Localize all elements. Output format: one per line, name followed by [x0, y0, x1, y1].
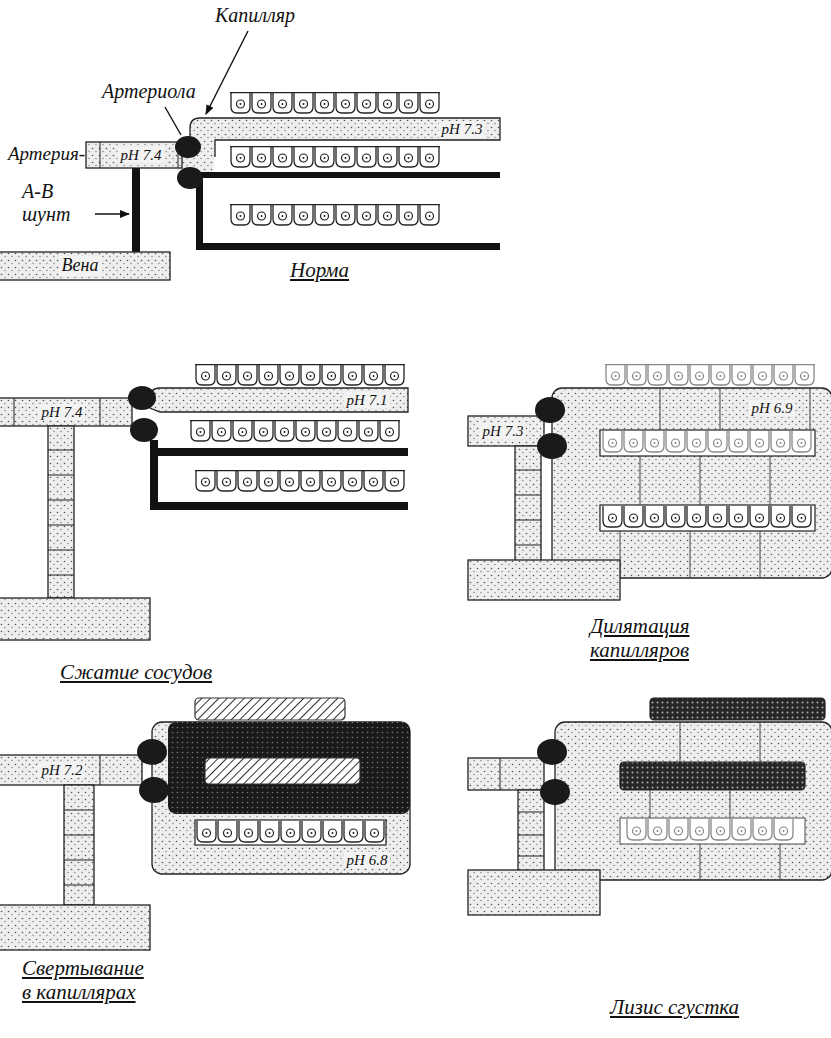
callout-label: Капилляр [215, 4, 295, 27]
panel-dilation [468, 364, 831, 600]
ph-text: pH 7.4 [118, 147, 165, 164]
ph-text: pH 7.1 [344, 392, 391, 409]
callout-label: Артерия- [8, 143, 85, 165]
ph-value-box: pH 7.4 [30, 400, 94, 424]
ph-text: pH 7.4 [39, 404, 86, 421]
panel-constriction [0, 364, 408, 640]
panel-lysis [468, 698, 831, 915]
ph-text: pH 6.9 [749, 400, 796, 417]
callout-label: Артериола [102, 80, 196, 103]
panel-normal [0, 31, 500, 280]
ph-text: pH 7.3 [480, 423, 527, 440]
vein-band: Вена [40, 254, 120, 278]
ph-value-box: pH 6.8 [335, 848, 399, 872]
ph-value-box: pH 7.1 [335, 389, 399, 411]
ph-value-box: pH 6.9 [740, 396, 804, 420]
ph-text: Вена [59, 256, 102, 276]
callout-label: А-В шунт [22, 180, 72, 226]
ph-value-box: pH 7.4 [110, 143, 172, 167]
panel-caption: Лизис сгустка [610, 995, 739, 1019]
panel-caption: Дилятация капилляров [590, 614, 691, 662]
panel-coagulation [0, 698, 410, 950]
ph-value-box: pH 7.3 [430, 119, 494, 140]
ph-text: pH 7.3 [439, 121, 486, 138]
panel-caption: Норма [290, 258, 349, 282]
ph-text: pH 7.2 [39, 762, 86, 779]
panel-caption: Свертывание в капиллярах [22, 956, 145, 1004]
ph-value-box: pH 7.3 [472, 418, 534, 444]
ph-value-box: pH 7.2 [30, 757, 94, 783]
panel-caption: Сжатие сосудов [60, 660, 212, 684]
ph-text: pH 6.8 [344, 852, 391, 869]
